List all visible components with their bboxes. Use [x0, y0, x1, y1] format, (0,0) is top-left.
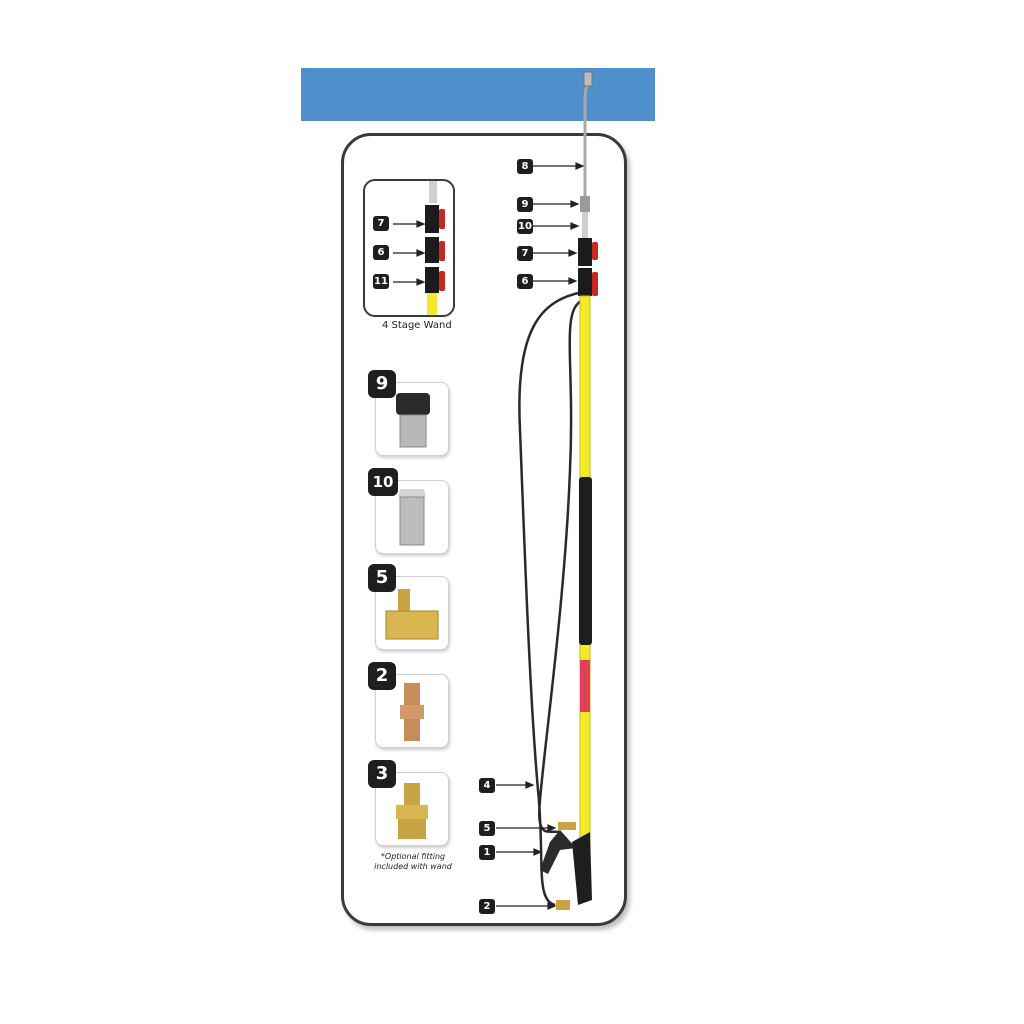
- spray-gun: [572, 832, 592, 905]
- callout-7: 7: [517, 246, 533, 261]
- callout-6: 6: [517, 274, 533, 289]
- part-3-badge: 3: [368, 760, 396, 788]
- inset-callout-7: 7: [373, 216, 389, 231]
- optional-fitting-note: *Optional fitting included with wand: [368, 852, 458, 872]
- part-9-badge: 9: [368, 370, 396, 398]
- foam-grip: [579, 477, 592, 645]
- inset-callout-11: 11: [373, 274, 389, 289]
- part-5-badge: 5: [368, 564, 396, 592]
- pole-label: [580, 660, 590, 712]
- note-line-2: included with wand: [374, 862, 452, 871]
- callout-5: 5: [479, 821, 495, 836]
- callout-10: 10: [517, 219, 533, 234]
- inset-wand: [393, 181, 445, 315]
- lock-7: [578, 238, 592, 266]
- part-2-badge: 2: [368, 662, 396, 690]
- inset-callout-6: 6: [373, 245, 389, 260]
- header-banner: [301, 68, 655, 121]
- callout-2: 2: [479, 899, 495, 914]
- four-stage-wand-inset: [363, 179, 455, 317]
- lance: [583, 83, 590, 200]
- callout-1: 1: [479, 845, 495, 860]
- note-line-1: *Optional fitting: [380, 852, 446, 861]
- callout-4: 4: [479, 778, 495, 793]
- lock-6: [578, 268, 592, 296]
- part-10-badge: 10: [368, 468, 398, 496]
- callout-9: 9: [517, 197, 533, 212]
- hose: [518, 290, 584, 907]
- callout-8: 8: [517, 159, 533, 174]
- nozzle: [583, 71, 593, 87]
- inset-caption: 4 Stage Wand: [382, 320, 452, 331]
